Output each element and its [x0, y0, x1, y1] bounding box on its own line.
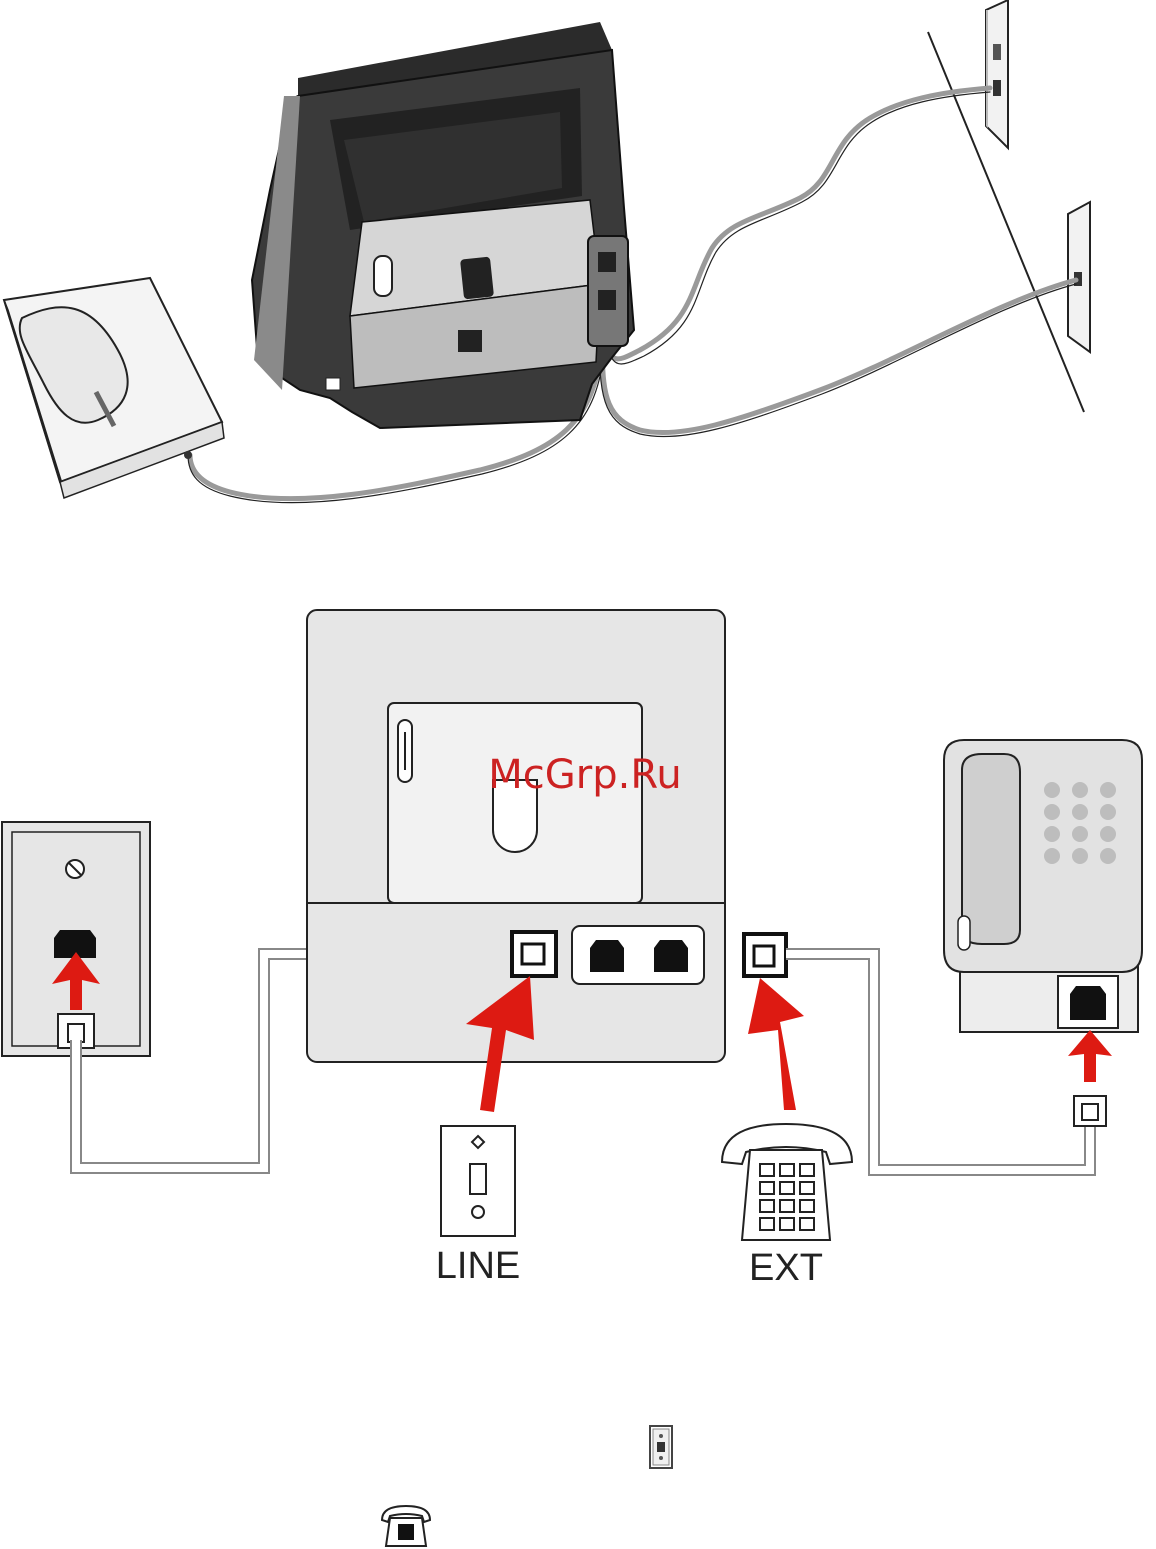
bottom-diagram: LINE EXT McGrp.Ru	[2, 610, 1142, 1289]
line-label: LINE	[436, 1245, 520, 1287]
line-port-icon	[512, 932, 556, 976]
ext-port-icon	[744, 934, 786, 976]
printer-rear-icon	[252, 22, 634, 428]
arrow-ext-port-icon	[748, 978, 804, 1110]
ext-label: EXT	[749, 1247, 823, 1289]
ext-telephone-icon	[722, 1124, 852, 1240]
wall-jack-lower-icon	[1068, 202, 1090, 352]
wall-jack-panel-icon	[2, 822, 150, 1056]
inline-ext-icon	[382, 1506, 430, 1546]
arrow-phone-jack-icon	[1068, 1030, 1112, 1082]
inline-line-icon	[650, 1426, 672, 1468]
watermark-text: McGrp.Ru	[488, 752, 681, 798]
line-wall-plate-icon	[441, 1126, 515, 1236]
wall-jack-upper-icon	[986, 0, 1008, 148]
top-illustration	[4, 0, 1090, 503]
telephone-icon	[944, 740, 1142, 1126]
